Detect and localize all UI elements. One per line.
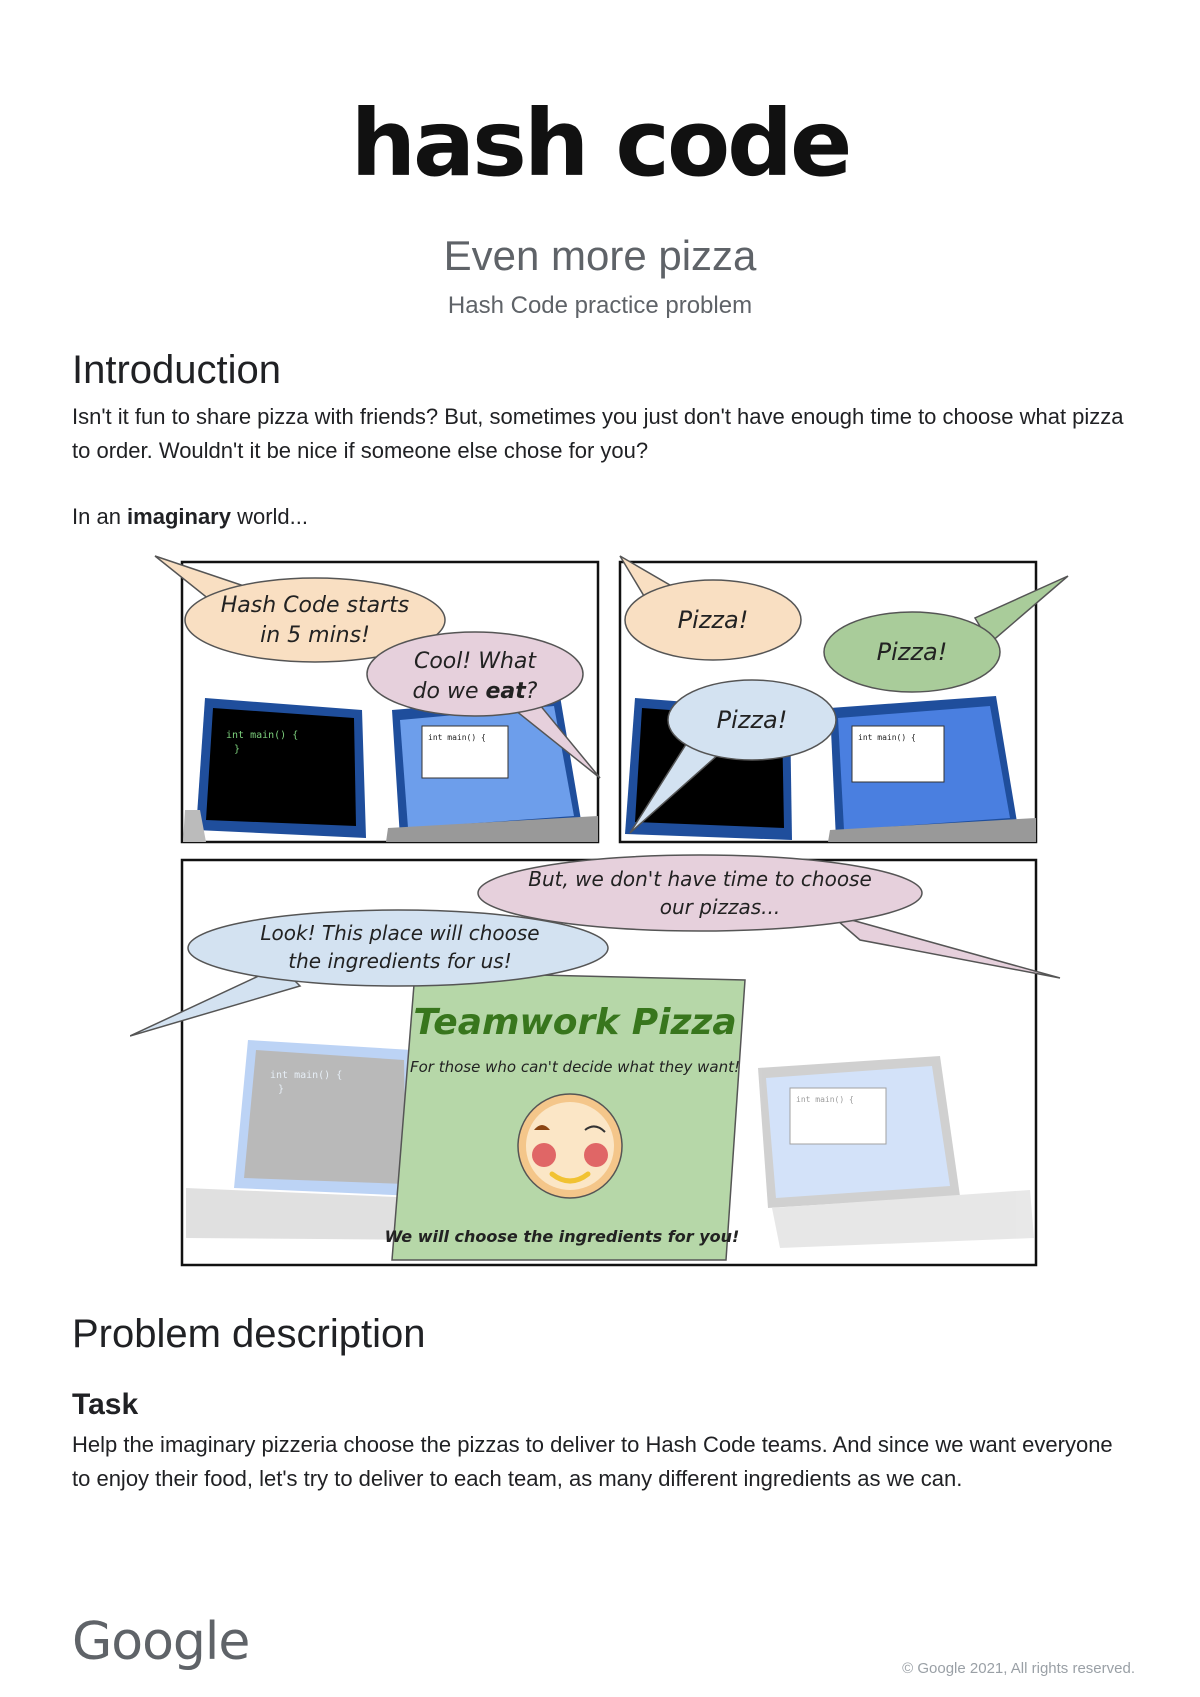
lead-text-bold: imaginary <box>127 504 231 529</box>
laptop-dark-left-base <box>183 810 206 842</box>
pizza-face-icon <box>517 1093 623 1199</box>
laptop-screen <box>244 1050 406 1184</box>
code-window <box>789 1087 887 1145</box>
bubble-body <box>187 909 609 987</box>
bubble-body <box>667 679 837 761</box>
code-line-2: } <box>278 1084 284 1095</box>
bubble-line-2: do we eat? <box>413 679 538 704</box>
bubble-line-1: But, we don't have time to choose <box>528 867 872 891</box>
bubble-body <box>477 854 923 932</box>
window-code-line: int main() { <box>796 1095 854 1104</box>
bubble-line-2: the ingredients for us! <box>288 949 511 973</box>
wink-eye <box>584 1125 606 1133</box>
document-title: Even more pizza <box>443 232 757 279</box>
bubble-line-2a: do we <box>413 679 486 704</box>
comic-panel-1: int main() { } int main() { Hash Code st… <box>154 555 601 844</box>
laptop-base <box>828 818 1036 842</box>
bubble-body <box>366 631 584 717</box>
copyright-notice: © Google 2021, All rights reserved. <box>902 1660 1135 1677</box>
window-code-line: int main() { <box>428 733 486 742</box>
mushroom-icon <box>534 1125 550 1130</box>
introduction-paragraph: Isn't it fun to share pizza with friends… <box>72 404 1124 463</box>
laptop-dark-left: int main() { } <box>183 698 366 842</box>
laptop-dark-left-screen <box>206 708 356 826</box>
laptop-faded-left: int main() { } <box>186 1040 440 1240</box>
speech-bubble-what-do-we-eat: Cool! What do we eat? <box>366 631 601 779</box>
code-line-2: } <box>234 744 240 755</box>
speech-bubble-pizza-1: Pizza! <box>619 555 802 661</box>
bubble-line-2-bold: eat <box>485 679 527 704</box>
laptop-blue-right: int main() { <box>386 696 598 842</box>
speech-bubble-this-place: Look! This place will choose the ingredi… <box>130 909 609 1037</box>
speech-bubble-hash-code-starts: Hash Code starts in 5 mins! <box>154 555 446 663</box>
teamwork-pizza-sign: Teamwork Pizza For those who can't decid… <box>385 971 746 1261</box>
code-window <box>421 725 509 779</box>
bubble-text: Pizza! <box>678 606 749 634</box>
laptop-base <box>186 1188 440 1240</box>
laptop-faded-right: int main() { <box>758 1056 1034 1248</box>
pepperoni-left <box>532 1143 556 1167</box>
bubble-body <box>184 577 446 663</box>
bubble-tail <box>829 913 1061 979</box>
window-code-line: int main() { <box>858 733 916 742</box>
lead-text-before: In an <box>72 504 128 529</box>
pizza-base <box>526 1102 614 1190</box>
speech-bubble-pizza-2: Pizza! <box>823 575 1069 693</box>
laptop-lid <box>234 1040 416 1196</box>
document-subtitle: Hash Code practice problem <box>447 292 753 319</box>
comic-panel-3: int main() { } int main() { Teamwork Piz… <box>130 854 1061 1267</box>
task-paragraph: Help the imaginary pizzeria choose the p… <box>72 1432 1113 1491</box>
bubble-body <box>823 611 1001 693</box>
bubble-line-2b: ? <box>526 679 538 704</box>
imaginary-world-lead: In an imaginary world... <box>72 500 1137 534</box>
bubble-line-2: in 5 mins! <box>260 623 370 648</box>
speech-bubble-pizza-3: Pizza! <box>629 679 837 834</box>
bubble-line-2: our pizzas... <box>660 895 781 919</box>
pepperoni-right <box>584 1143 608 1167</box>
bubble-text: Pizza! <box>877 638 948 666</box>
bubble-text: Pizza! <box>717 706 788 734</box>
laptop-lid <box>758 1056 960 1208</box>
bubble-line-1: Hash Code starts <box>221 593 409 618</box>
sign-footer: We will choose the ingredients for you! <box>385 1227 740 1246</box>
hash-code-logo: hash code <box>350 90 853 197</box>
comic-illustration: int main() { } int main() { Hash Code st… <box>130 555 1069 1267</box>
comic-panel-2: int main() { Pizza! Pizza! Pizza! <box>618 555 1069 844</box>
sign-title: Teamwork Pizza <box>413 1002 736 1043</box>
sign-tagline: For those who can't decide what they wan… <box>410 1058 740 1076</box>
code-line-1: int main() { <box>270 1070 342 1081</box>
task-heading: Task <box>72 1388 139 1421</box>
problem-description-heading: Problem description <box>72 1312 426 1356</box>
code-window <box>851 725 945 783</box>
google-logo: Google <box>72 1612 250 1672</box>
speech-bubble-no-time: But, we don't have time to choose our pi… <box>477 854 1061 979</box>
bubble-body <box>624 579 802 661</box>
laptop-screen <box>766 1066 950 1198</box>
bubble-line-1: Look! This place will choose <box>260 921 539 945</box>
code-line-1: int main() { <box>226 730 298 741</box>
laptop-blue-right: int main() { <box>828 696 1036 842</box>
laptop-blue-right-base <box>386 816 598 842</box>
introduction-heading: Introduction <box>72 348 282 392</box>
lead-text-after: world... <box>230 504 309 529</box>
laptop-base <box>772 1190 1034 1248</box>
bubble-line-1: Cool! What <box>414 649 537 674</box>
smile-mouth <box>549 1171 591 1184</box>
